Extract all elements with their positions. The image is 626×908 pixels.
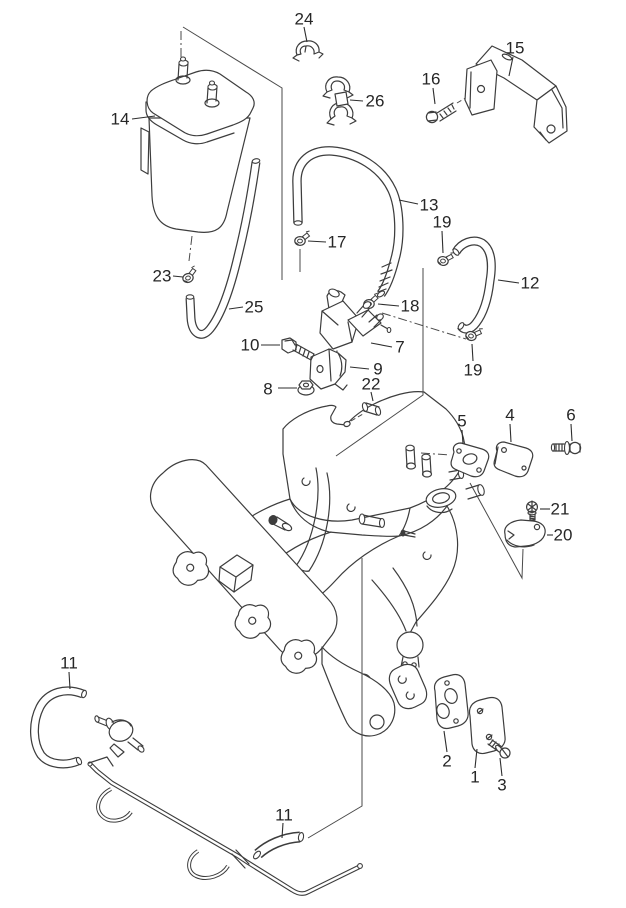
callout-leader-6-19 — [570, 423, 573, 442]
bracket-15-pad — [464, 59, 498, 116]
callout-label-22-16: 22 — [362, 375, 381, 394]
callout-label-18-10: 18 — [401, 297, 420, 316]
callout-leader-11-27 — [281, 822, 284, 839]
cap-22 — [361, 402, 382, 416]
clip-24 — [292, 40, 324, 62]
check-valve — [94, 715, 145, 758]
callout-leader-7-13 — [370, 342, 393, 348]
manifold-lower-arm — [321, 646, 396, 737]
frame-canister-group — [182, 26, 283, 280]
bolt-3 — [487, 739, 511, 759]
callout-leader-9-14 — [349, 366, 370, 370]
callout-label-12-9: 12 — [521, 274, 540, 293]
hose-11-left — [30, 686, 87, 769]
clamp-19-upper — [436, 249, 455, 268]
callout-label-19-6: 19 — [433, 213, 452, 232]
callout-label-25-11: 25 — [245, 298, 264, 317]
callout-leader-1-25 — [474, 748, 478, 769]
callout-leader-24-0 — [303, 26, 308, 43]
callout-leader-14-4 — [131, 115, 156, 120]
frame-cover-20 — [469, 482, 524, 580]
callout-leader-2-24 — [443, 730, 448, 753]
hose-25 — [185, 158, 261, 339]
bolt-21 — [525, 500, 538, 521]
clamp-23 — [179, 265, 199, 285]
callout-leader-3-26 — [499, 757, 503, 777]
canister-14 — [140, 56, 255, 233]
bracket-9 — [309, 348, 348, 391]
bolt-10 — [281, 337, 315, 361]
clamp-17 — [294, 230, 311, 246]
bracket-15-flange — [533, 85, 568, 144]
canister-side-tab — [140, 127, 150, 175]
callout-label-1-25: 1 — [470, 768, 479, 787]
manifold-port-boss — [388, 663, 428, 710]
callout-leader-18-10 — [377, 303, 400, 307]
callout-label-6-19: 6 — [566, 406, 575, 425]
callout-label-11-27: 11 — [275, 806, 293, 825]
callout-leader-17-7 — [307, 240, 327, 243]
reference-frame-lines — [180, 26, 524, 839]
callout-leader-26-3 — [349, 99, 364, 102]
callout-label-3-26: 3 — [497, 776, 506, 795]
callout-leader-25-11 — [228, 306, 244, 310]
pipe-assembly-11 — [87, 756, 363, 896]
centerline-canister-bottom — [188, 235, 193, 262]
callout-leader-22-16 — [370, 391, 374, 402]
callout-label-17-7: 17 — [328, 233, 347, 252]
centerline-solenoid-hose — [381, 312, 467, 340]
callout-label-8-17: 8 — [263, 380, 272, 399]
callout-label-26-3: 26 — [366, 92, 385, 111]
callout-label-10-12: 10 — [241, 336, 260, 355]
hose-12 — [452, 236, 496, 334]
bracket-15 — [464, 45, 568, 144]
callout-leader-15-1 — [508, 56, 514, 77]
callout-label-11-23: 11 — [60, 654, 78, 673]
canister-lid — [146, 69, 255, 137]
plate-4 — [493, 441, 534, 478]
callout-label-14-4: 14 — [111, 110, 130, 129]
callout-leader-5-20 — [461, 429, 464, 445]
callout-leader-23-8 — [172, 275, 184, 278]
cover-20 — [504, 519, 546, 548]
bolt-6 — [550, 440, 582, 456]
canister-body — [148, 117, 251, 233]
gasket-2 — [433, 673, 469, 730]
nut-8 — [297, 380, 315, 396]
callout-leader-16-2 — [432, 87, 436, 105]
gasket-5 — [450, 442, 490, 478]
solenoid-valve-7 — [319, 288, 392, 361]
callout-label-2-24: 2 — [442, 752, 451, 771]
frame-solenoid-group — [335, 268, 424, 457]
callout-leader-4-18 — [509, 423, 512, 443]
cover-1 — [468, 696, 506, 755]
callout-label-5-20: 5 — [457, 412, 466, 431]
callout-label-7-13: 7 — [395, 338, 404, 357]
clip-26 — [322, 76, 357, 126]
callout-label-16-2: 16 — [422, 70, 441, 89]
callout-leader-12-9 — [497, 279, 520, 284]
callout-label-9-14: 9 — [373, 360, 382, 379]
centerline-gasket-5 — [420, 452, 451, 456]
hose-13 — [292, 146, 404, 298]
callout-leader-19-6 — [441, 230, 444, 254]
manifold-ball-joint — [396, 631, 424, 659]
callout-label-24-0: 24 — [295, 10, 314, 29]
callout-label-4-18: 4 — [505, 406, 514, 425]
centerline-cap-22 — [350, 413, 364, 422]
callout-label-20-22: 20 — [554, 526, 573, 545]
callout-label-13-5: 13 — [420, 196, 439, 215]
frame-pipe-group — [307, 558, 363, 839]
callout-leader-19-15 — [471, 343, 474, 362]
callout-label-15-1: 15 — [506, 39, 525, 58]
callout-label-19-15: 19 — [464, 361, 483, 380]
callout-label-21-21: 21 — [551, 500, 570, 519]
intake-manifold — [150, 391, 485, 737]
hose-11-bottom — [252, 831, 305, 860]
callout-leader-13-5 — [398, 199, 419, 205]
callout-label-23-8: 23 — [153, 267, 172, 286]
callout-leader-11-23 — [68, 671, 71, 690]
